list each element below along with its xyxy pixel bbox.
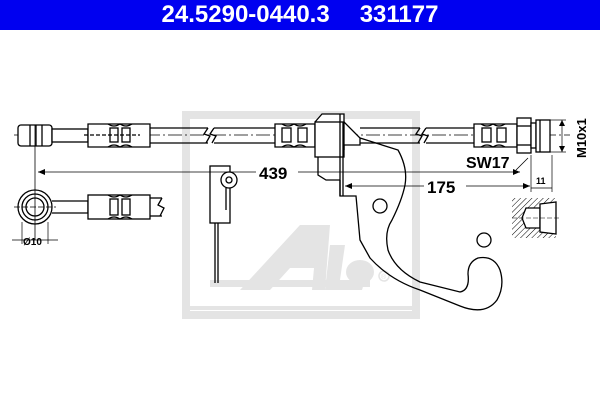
dim-thread-length: 11	[536, 176, 546, 186]
threaded-port-section	[512, 198, 560, 238]
middle-crimp-sleeve	[274, 123, 316, 148]
dim-banjo-diameter: Ø10	[23, 237, 42, 248]
watermark-logo	[182, 111, 420, 319]
dim-thread-spec: M10x1	[574, 118, 589, 158]
dim-wrench-size: SW17	[466, 155, 510, 172]
technical-drawing: ®	[12, 111, 589, 319]
left-fitting-top	[17, 124, 89, 147]
svg-text:®: ®	[381, 273, 387, 281]
header-bar: 24.5290-0440.3 331177	[0, 0, 600, 30]
banjo-fitting	[14, 125, 165, 240]
left-crimp-sleeve	[84, 123, 151, 148]
dim-overall-length: 439	[259, 164, 287, 183]
right-end-fitting	[516, 117, 551, 154]
bracket	[314, 113, 503, 311]
dim-bracket-to-end: 175	[427, 178, 455, 197]
part-number: 24.5290-0440.3	[161, 1, 330, 28]
right-crimp-sleeve	[473, 123, 518, 148]
watermark-ate-text: ®	[210, 225, 390, 290]
clip-detail	[209, 165, 238, 283]
reference-number: 331177	[359, 1, 439, 28]
